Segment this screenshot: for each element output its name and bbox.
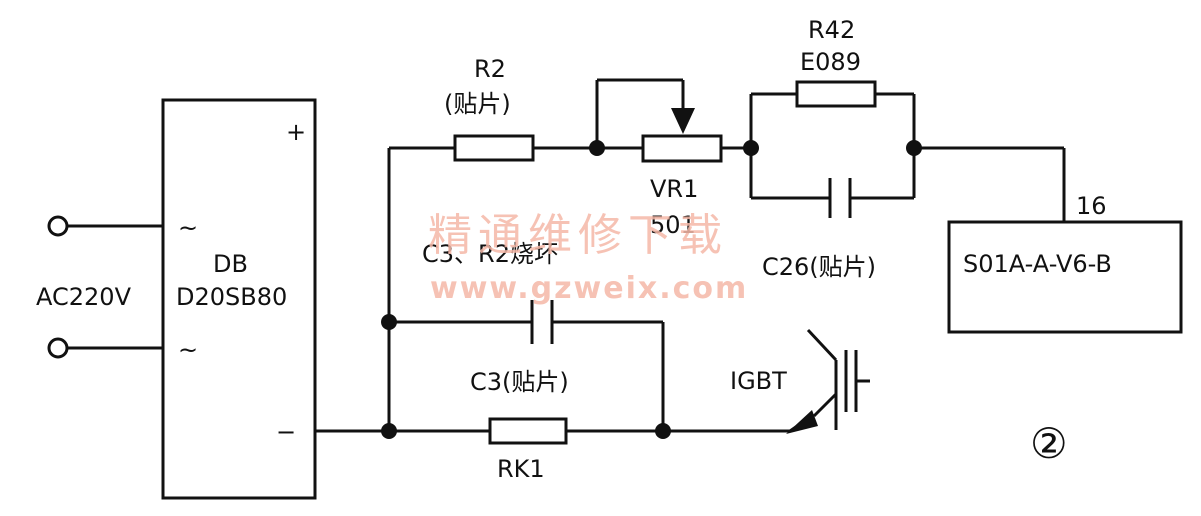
- ac-terminal-top: [47, 215, 69, 237]
- vr1-value-label: 501: [650, 211, 696, 239]
- damage-note-label: C3、R2烧坏: [422, 240, 558, 268]
- r42-c26-network: [749, 80, 1066, 222]
- junction-r42-left: [743, 140, 759, 156]
- c3-label: C3(贴片): [470, 368, 569, 396]
- top-rail: [389, 134, 643, 162]
- figure-number: ②: [1030, 419, 1068, 468]
- ac-input-label: AC220V: [36, 283, 132, 311]
- vr1-potentiometer: [595, 78, 751, 163]
- wiper-arrow-icon: [671, 108, 695, 134]
- igbt-symbol: [786, 328, 870, 434]
- db-plus-label: +: [286, 118, 306, 146]
- ic-box: [947, 220, 1183, 334]
- rk1-resistor: [488, 417, 568, 445]
- r42-name-label: R42: [808, 16, 855, 44]
- junction-c3-bottom: [655, 423, 671, 439]
- junction-vr1-left: [589, 140, 605, 156]
- r42-resistor: [795, 80, 877, 108]
- junction-left-bottom: [381, 423, 397, 439]
- rk1-label: RK1: [497, 455, 545, 483]
- junction-r42-right: [906, 140, 922, 156]
- db-part-label: D20SB80: [176, 283, 287, 311]
- bridge-rectifier-box: [161, 98, 317, 500]
- r2-note-label: (贴片): [444, 90, 511, 118]
- r2-resistor: [453, 134, 535, 162]
- igbt-label: IGBT: [730, 367, 787, 395]
- watermark-chinese: 精通维修下载: [428, 210, 728, 261]
- c3-branch: [389, 300, 665, 431]
- ac-terminals: [47, 215, 163, 359]
- ac-terminal-bottom: [47, 337, 69, 359]
- emitter-arrow-icon: [786, 410, 818, 434]
- watermark-url: www.gzweix.com: [430, 271, 748, 306]
- pin16-label: 16: [1076, 192, 1107, 220]
- vr1-name-label: VR1: [650, 175, 698, 203]
- db-minus-label: −: [276, 418, 296, 446]
- db-tilde-top: ~: [178, 214, 198, 242]
- r42-value-label: E089: [800, 48, 861, 76]
- db-name-label: DB: [213, 250, 248, 278]
- db-tilde-bottom: ~: [178, 336, 198, 364]
- ground-rail: [315, 417, 790, 445]
- c26-label: C26(贴片): [762, 253, 876, 281]
- r2-name-label: R2: [474, 55, 506, 83]
- ic-part-label: S01A-A-V6-B: [963, 250, 1112, 278]
